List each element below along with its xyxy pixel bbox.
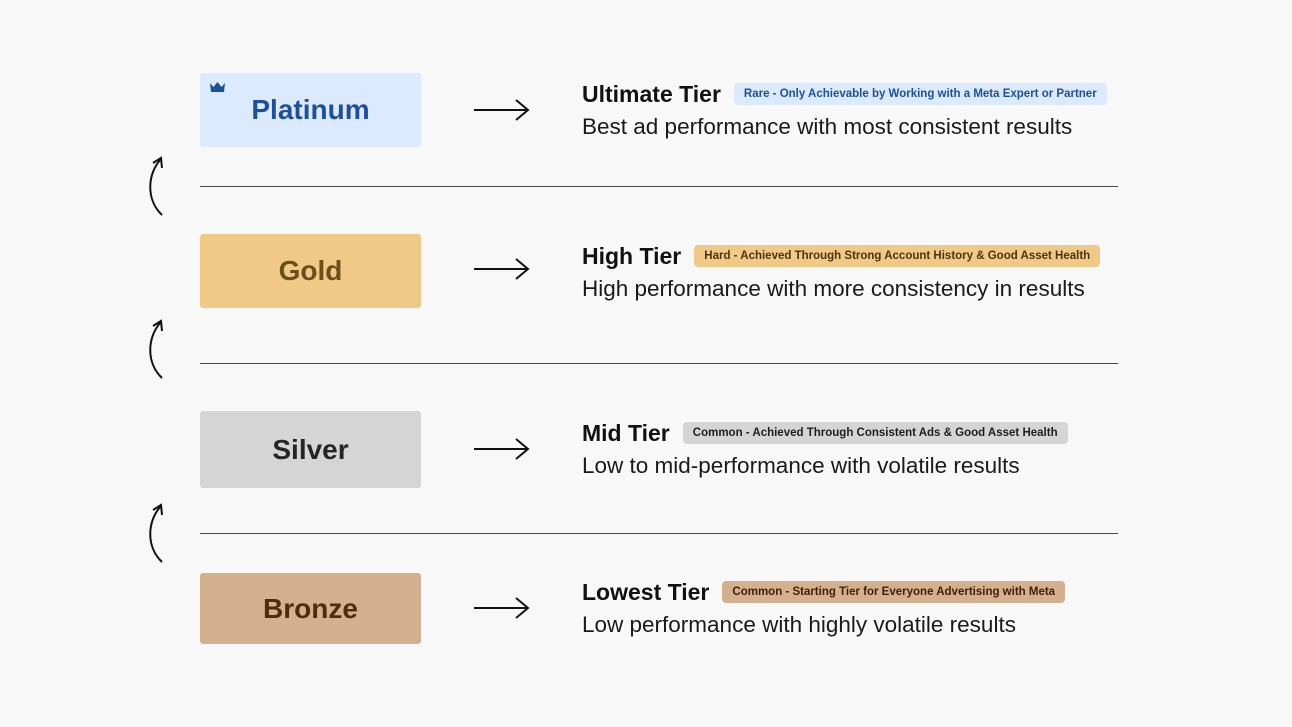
divider — [200, 363, 1118, 364]
curved-up-arrow-icon — [149, 156, 163, 216]
tier-badge-gold: Gold — [200, 234, 421, 308]
tier-description: High performance with more consistency i… — [582, 276, 1085, 301]
divider — [200, 186, 1118, 187]
tier-badge-platinum: Platinum — [200, 73, 421, 147]
tier-badge-silver: Silver — [200, 411, 421, 488]
right-arrow-icon — [474, 597, 530, 619]
right-arrow-icon — [474, 99, 530, 121]
rarity-tag: Rare - Only Achievable by Working with a… — [733, 83, 1107, 105]
tier-description: Low performance with highly volatile res… — [582, 612, 1016, 637]
tier-name: Mid Tier — [582, 419, 670, 446]
tier-name: High Tier — [582, 242, 682, 269]
tier-info-platinum: Ultimate Tier Rare - Only Achievable by … — [582, 80, 1242, 140]
curved-up-arrow-icon — [149, 503, 163, 563]
tier-info-silver: Mid Tier Common - Achieved Through Consi… — [582, 419, 1242, 479]
rarity-tag: Common - Achieved Through Consistent Ads… — [682, 422, 1068, 444]
tier-description: Low to mid-performance with volatile res… — [582, 453, 1020, 478]
rarity-tag: Common - Starting Tier for Everyone Adve… — [722, 581, 1066, 603]
rarity-tag: Hard - Achieved Through Strong Account H… — [694, 245, 1101, 267]
divider — [200, 533, 1118, 534]
tier-badge-bronze: Bronze — [200, 573, 421, 644]
tier-badge-label: Bronze — [263, 592, 358, 624]
right-arrow-icon — [474, 258, 530, 280]
tier-info-gold: High Tier Hard - Achieved Through Strong… — [582, 242, 1242, 302]
tier-badge-label: Gold — [278, 255, 343, 286]
crown-icon — [210, 82, 225, 92]
right-arrow-icon — [474, 438, 530, 460]
curved-up-arrow-icon — [149, 319, 163, 379]
tier-info-bronze: Lowest Tier Common - Starting Tier for E… — [582, 578, 1242, 638]
tier-name: Ultimate Tier — [582, 80, 721, 107]
tier-name: Lowest Tier — [582, 578, 710, 605]
tier-badge-label: Platinum — [251, 94, 370, 125]
tier-description: Best ad performance with most consistent… — [582, 114, 1073, 139]
tier-badge-label: Silver — [272, 433, 349, 465]
